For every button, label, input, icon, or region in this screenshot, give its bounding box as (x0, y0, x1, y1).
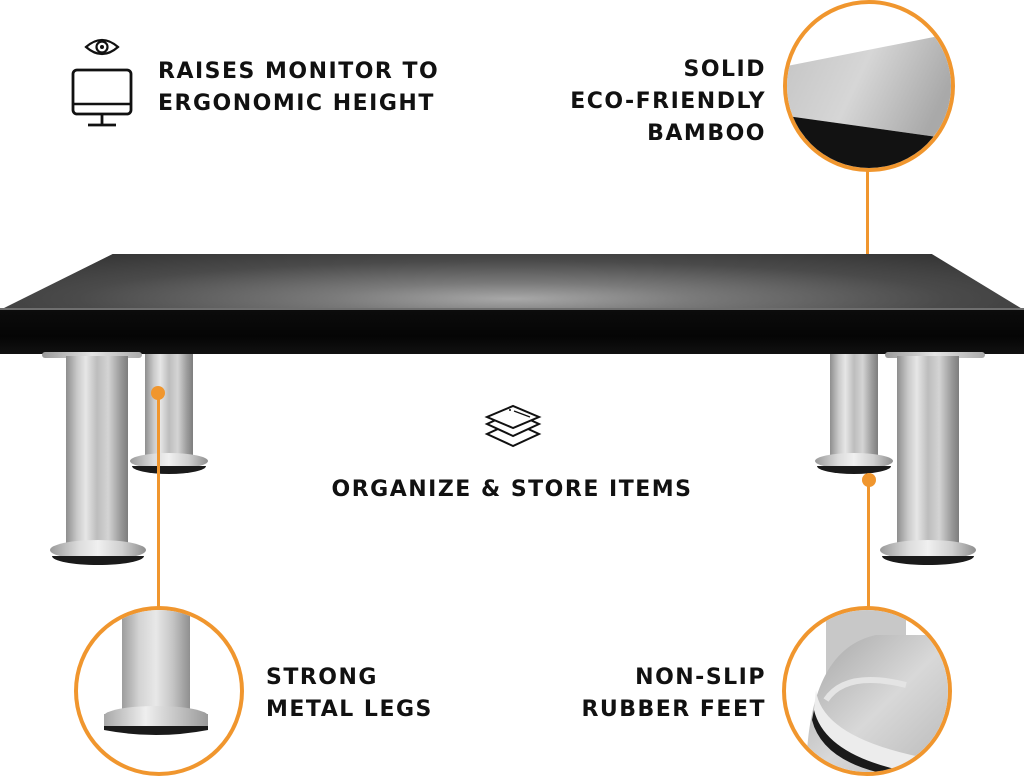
back-right-rubber-foot (817, 466, 891, 474)
feature-bamboo-line-2: ECO-FRIENDLY (570, 89, 766, 114)
bamboo-tabletop-surface (0, 254, 1024, 310)
tabletop-edge-highlight (0, 308, 1024, 310)
front-left-bracket (42, 352, 142, 358)
feature-ergonomic-label: RAISES MONITOR TO ERGONOMIC HEIGHT (158, 56, 439, 120)
feature-ergonomic-line-1: RAISES MONITOR TO (158, 59, 440, 84)
feature-legs-line-2: METAL LEGS (266, 697, 433, 722)
feet-callout-line (867, 480, 870, 608)
feature-bamboo-line-3: BAMBOO (647, 121, 766, 146)
feature-storage-line-1: ORGANIZE & STORE ITEMS (331, 477, 693, 502)
front-right-rubber-foot (882, 556, 974, 565)
bamboo-callout-line (866, 170, 869, 270)
feet-closeup-circle (782, 606, 952, 776)
front-right-bracket (885, 352, 985, 358)
back-right-foot-plate (815, 453, 893, 469)
front-left-foot-plate (50, 540, 146, 560)
front-left-leg (66, 356, 128, 548)
stacked-layers-icon (484, 404, 542, 460)
legs-closeup-circle (74, 606, 244, 776)
front-right-foot-plate (880, 540, 976, 560)
bamboo-tabletop-front (0, 310, 1024, 354)
front-right-leg (897, 356, 959, 548)
legs-callout-line (157, 392, 160, 608)
bamboo-closeup-circle (783, 0, 955, 172)
feature-feet-line-1: NON-SLIP (635, 665, 766, 690)
back-left-rubber-foot (132, 466, 206, 474)
feature-bamboo-label: SOLID ECO-FRIENDLY BAMBOO (570, 54, 766, 150)
feature-bamboo-line-1: SOLID (683, 57, 766, 82)
feature-legs-label: STRONG METAL LEGS (266, 662, 433, 726)
front-left-rubber-foot (52, 556, 144, 565)
feature-storage-label: ORGANIZE & STORE ITEMS (0, 474, 1024, 506)
feature-feet-line-2: RUBBER FEET (581, 697, 766, 722)
back-left-leg (145, 352, 193, 460)
back-right-leg (830, 352, 878, 460)
feature-ergonomic-line-2: ERGONOMIC HEIGHT (158, 91, 435, 116)
feature-feet-label: NON-SLIP RUBBER FEET (581, 662, 766, 726)
back-left-foot-plate (130, 453, 208, 469)
feature-legs-line-1: STRONG (266, 665, 378, 690)
monitor-with-eye-icon (70, 36, 134, 128)
